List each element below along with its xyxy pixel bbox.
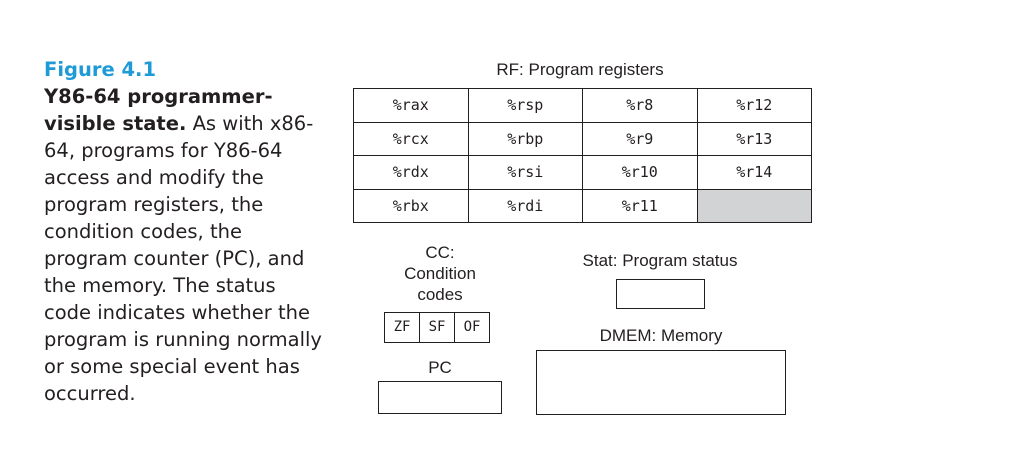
figure-caption: Figure 4.1 Y86-64 programmer-visible sta… — [44, 56, 324, 407]
condition-codes-label-line: codes — [417, 285, 463, 304]
register-cell: %rcx — [353, 121, 469, 156]
register-cell: %r8 — [582, 88, 698, 123]
register-row: %rcx %rbp %r9 %r13 — [353, 121, 812, 156]
memory-label: DMEM: Memory — [599, 326, 723, 345]
condition-codes-label: CC: Condition codes — [380, 242, 500, 305]
register-cell: %rax — [353, 88, 469, 123]
condition-codes-label-line: Condition — [404, 264, 476, 283]
register-file-label: RF: Program registers — [496, 60, 664, 79]
register-row: %rbx %rdi %r11 — [353, 188, 812, 223]
unused-register-cell — [696, 188, 812, 223]
register-file-table: %rax %rsp %r8 %r12 %rcx %rbp %r9 %r13 %r… — [353, 88, 812, 223]
status-label: Stat: Program status — [582, 251, 738, 270]
program-counter-box — [378, 381, 502, 414]
register-cell: %rsp — [467, 88, 583, 123]
register-cell: %r12 — [696, 88, 812, 123]
overflow-flag: OF — [454, 313, 489, 342]
register-cell: %r9 — [582, 121, 698, 156]
condition-codes-label-line: CC: — [425, 243, 455, 262]
register-cell: %rbp — [467, 121, 583, 156]
memory-box — [536, 350, 786, 415]
condition-codes-box: ZF SF OF — [384, 312, 490, 343]
register-cell: %r13 — [696, 121, 812, 156]
register-cell: %rbx — [353, 188, 469, 223]
sign-flag: SF — [419, 313, 454, 342]
caption-body: As with x86-64, programs for Y86-64 acce… — [44, 112, 322, 405]
figure-label: Figure 4.1 — [44, 58, 157, 81]
zero-flag: ZF — [393, 319, 411, 335]
caption-title: Y86-64 programmer-visible state. — [44, 85, 273, 135]
register-cell: %r14 — [696, 155, 812, 190]
register-cell: %rdx — [353, 155, 469, 190]
register-cell: %rdi — [467, 188, 583, 223]
status-box — [616, 279, 705, 309]
register-cell: %rsi — [467, 155, 583, 190]
register-row: %rdx %rsi %r10 %r14 — [353, 155, 812, 190]
program-counter-label: PC — [428, 358, 452, 377]
register-cell: %r10 — [582, 155, 698, 190]
register-cell: %r11 — [582, 188, 698, 223]
register-row: %rax %rsp %r8 %r12 — [353, 88, 812, 123]
